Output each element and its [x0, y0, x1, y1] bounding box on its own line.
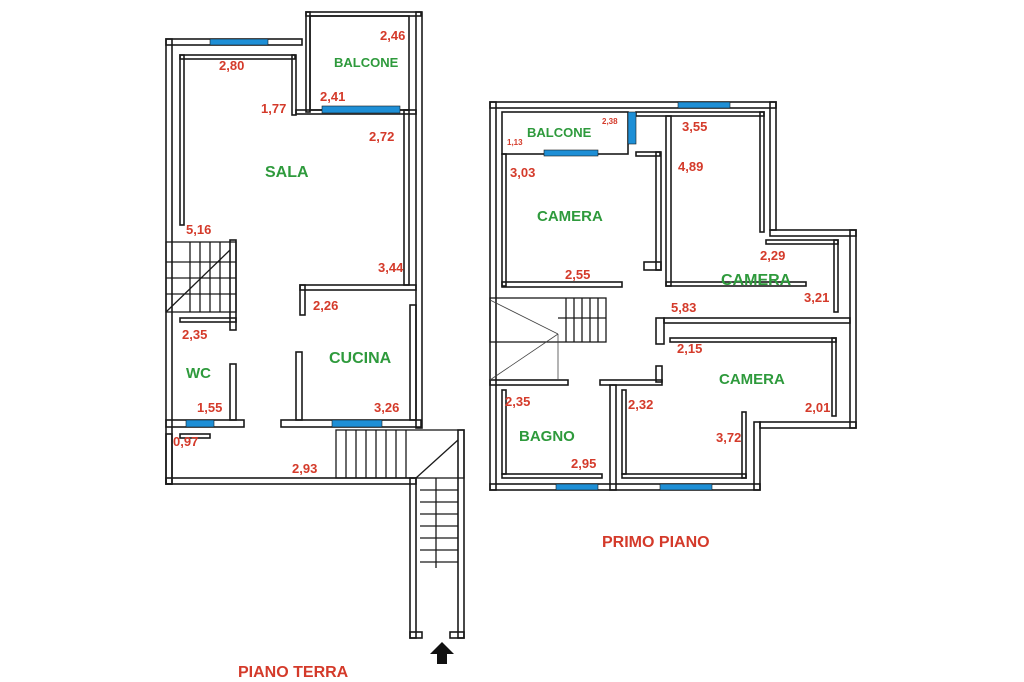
room-label-camera: CAMERA: [721, 272, 792, 289]
dimension-label: 2,35: [505, 394, 530, 409]
dimension-label: 3,72: [716, 430, 741, 445]
dimension-label: 4,89: [678, 159, 703, 174]
room-label-wc: WC: [186, 365, 211, 382]
dimension-label: 3,44: [378, 260, 404, 275]
room-label-camera: CAMERA: [719, 371, 785, 388]
dimension-label: 5,83: [671, 300, 696, 315]
dimension-label: 2,55: [565, 267, 590, 282]
floor-label-piano-terra: PIANO TERRA: [238, 664, 349, 681]
window: [209, 38, 269, 46]
dimension-label: 2,15: [677, 341, 702, 356]
window: [331, 419, 383, 428]
window: [321, 105, 401, 114]
window: [677, 101, 731, 109]
dimension-label: 2,26: [313, 298, 338, 313]
ground-floor: BALCONE SALA CUCINA WC 2,46 2,80 2,41 1,…: [165, 11, 465, 681]
window: [185, 419, 215, 428]
dimension-label: 1,55: [197, 400, 222, 415]
ground-floor-walls: [165, 11, 465, 639]
window: [659, 483, 713, 491]
floor-label-primo-piano: PRIMO PIANO: [602, 534, 710, 551]
dimension-label: 1,13: [507, 138, 523, 147]
dimension-label: 2,72: [369, 129, 394, 144]
dimension-label: 3,21: [804, 290, 829, 305]
ground-internal-stair: [165, 241, 237, 313]
dimension-label: 2,38: [602, 117, 618, 126]
first-internal-stair: [489, 297, 607, 381]
dimension-label: 2,95: [571, 456, 596, 471]
dimension-label: 2,01: [805, 400, 830, 415]
first-floor-walls: [489, 101, 857, 491]
dimension-label: 3,55: [682, 119, 707, 134]
dimension-label: 2,93: [292, 461, 317, 476]
room-label-balcone: BALCONE: [527, 125, 592, 140]
dimension-label: 2,32: [628, 397, 653, 412]
first-floor: BALCONE CAMERA CAMERA CAMERA BAGNO 3,55 …: [489, 101, 857, 551]
dimension-label: 3,26: [374, 400, 399, 415]
room-label-bagno: BAGNO: [519, 428, 575, 445]
ground-external-stair: [335, 429, 465, 568]
window: [543, 149, 599, 157]
room-label-balcone: BALCONE: [334, 55, 399, 70]
room-label-cucina: CUCINA: [329, 350, 392, 367]
dimension-label: 1,77: [261, 101, 286, 116]
dimension-label: 2,29: [760, 248, 785, 263]
dimension-label: 0,97: [173, 434, 198, 449]
window: [627, 111, 637, 145]
dimension-label: 2,80: [219, 58, 244, 73]
arrow-up-icon: [430, 642, 454, 664]
room-label-sala: SALA: [265, 164, 309, 181]
room-label-camera: CAMERA: [537, 208, 603, 225]
first-floor-windows: [543, 101, 731, 491]
dimension-label: 2,35: [182, 327, 207, 342]
dimension-label: 3,03: [510, 165, 535, 180]
ground-floor-windows: [185, 38, 401, 428]
dimension-label: 5,16: [186, 222, 211, 237]
dimension-label: 2,41: [320, 89, 345, 104]
window: [555, 483, 599, 491]
dimension-label: 2,46: [380, 28, 405, 43]
